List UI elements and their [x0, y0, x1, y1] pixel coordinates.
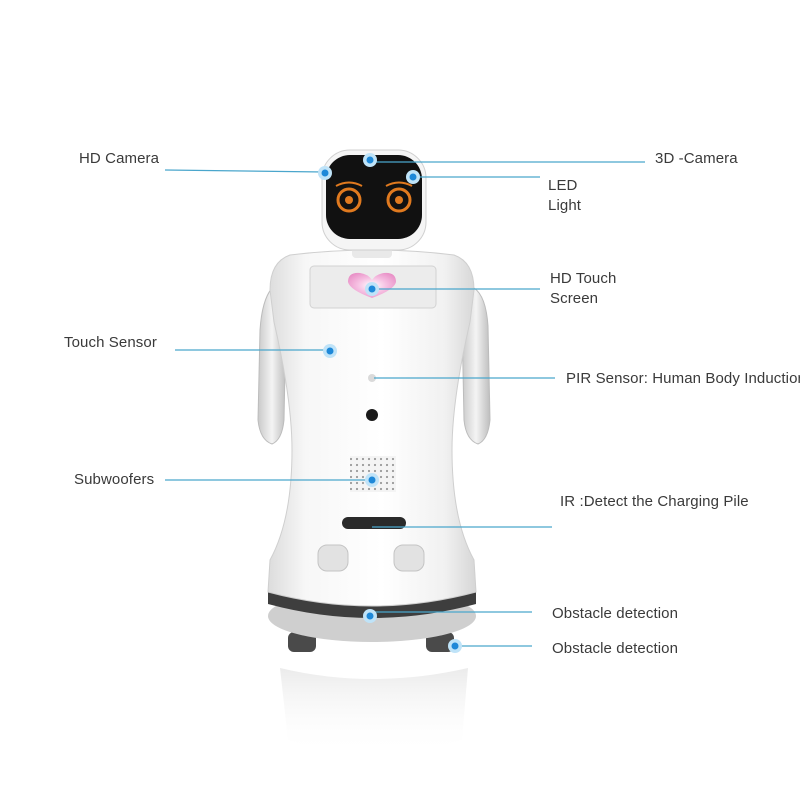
right-pupil	[395, 196, 403, 204]
label-3d-camera: 3D -Camera	[655, 149, 738, 169]
speaker-left	[318, 545, 348, 571]
speaker-right	[394, 545, 424, 571]
label-hd-camera: HD Camera	[79, 149, 159, 169]
3d-camera-dot	[363, 153, 377, 167]
label-ir-sensor: IR :Detect the Charging Pile	[560, 492, 749, 512]
robot-illustration	[258, 150, 490, 755]
round-sensor	[366, 409, 378, 421]
led-light-dot	[406, 170, 420, 184]
label-light: Light	[548, 196, 581, 216]
obstacle-detection-2-dot	[448, 639, 462, 653]
hd-camera-dot	[318, 166, 332, 180]
label-pir-sensor: PIR Sensor: Human Body Induction	[566, 369, 800, 389]
label-obstacle-detection-2: Obstacle detection	[552, 639, 678, 659]
left-pupil	[345, 196, 353, 204]
touch-sensor-dot	[323, 344, 337, 358]
label-subwoofers: Subwoofers	[74, 470, 154, 490]
subwoofers-dot	[365, 473, 379, 487]
hd-camera-line	[165, 170, 324, 172]
obstacle-detection-1-dot	[363, 609, 377, 623]
label-led: LED	[548, 176, 577, 196]
face-screen	[326, 155, 422, 239]
label-touch-sensor: Touch Sensor	[64, 333, 157, 353]
floor-reflection	[280, 668, 468, 755]
label-screen: Screen	[550, 289, 598, 309]
label-obstacle-detection-1: Obstacle detection	[552, 604, 678, 624]
label-hd-touch: HD Touch	[550, 269, 616, 289]
hd-touch-screen-dot	[365, 282, 379, 296]
